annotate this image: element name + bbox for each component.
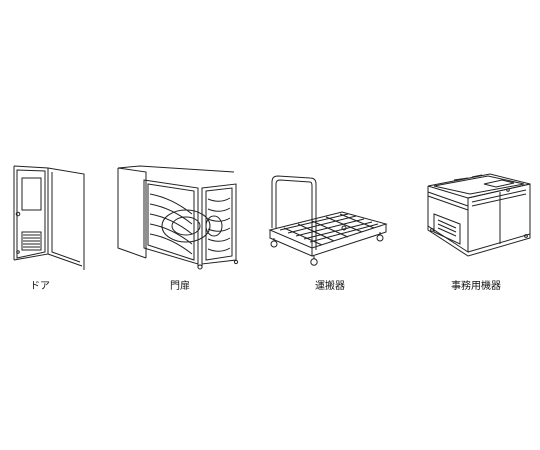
caption-office-machine: 事務用機器 — [451, 281, 501, 292]
door-icon — [12, 160, 87, 270]
caption-door: ドア — [30, 281, 50, 292]
office-machine-icon — [424, 170, 534, 256]
caption-cart: 運搬器 — [315, 281, 345, 292]
platform-cart-icon — [264, 172, 390, 268]
gate-icon — [116, 164, 242, 270]
caption-gate: 門扉 — [170, 281, 190, 292]
